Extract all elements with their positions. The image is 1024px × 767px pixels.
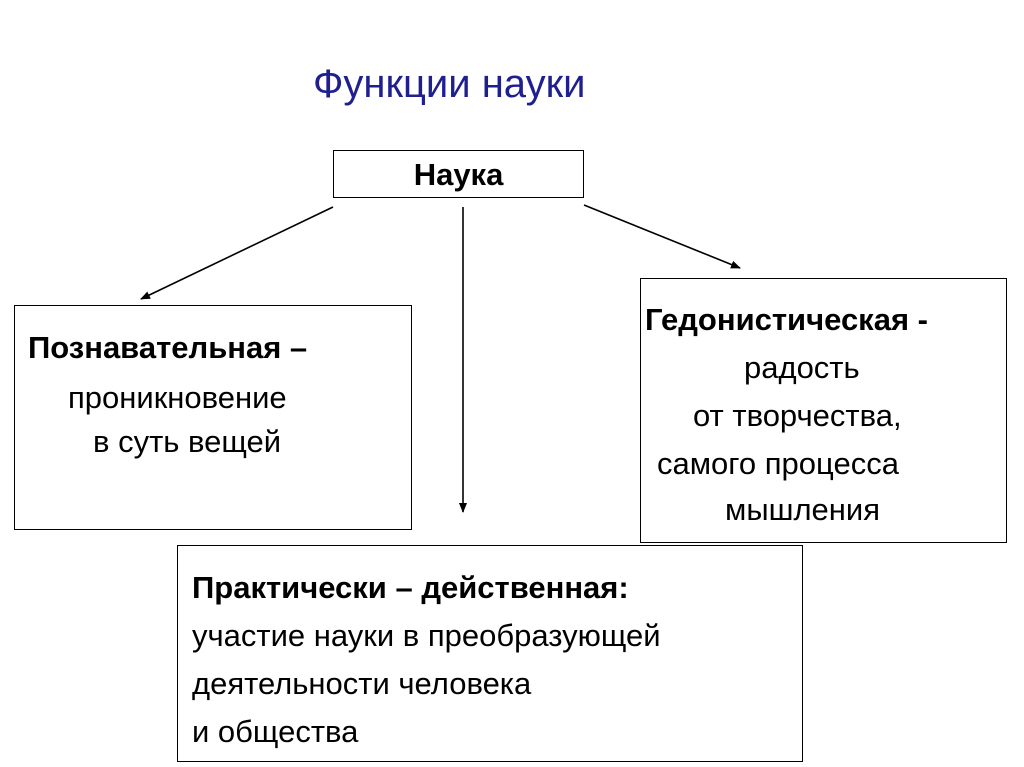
practical-line-2: деятельности человека <box>192 666 532 701</box>
cognitive-function-box <box>14 305 412 530</box>
practical-heading: Практически – действенная: <box>192 570 629 605</box>
hedonistic-line-1: радость <box>744 350 860 385</box>
practical-line-3: и общества <box>192 714 359 749</box>
diagram-title: Функции науки <box>313 62 586 106</box>
arrow-to-right-box <box>583 204 741 269</box>
hedonistic-line-4: мышления <box>725 492 881 527</box>
hedonistic-line-3: самого процесса <box>657 446 899 481</box>
practical-function-box <box>177 545 803 762</box>
hedonistic-line-2: от творчества, <box>693 398 902 433</box>
cognitive-line-2: в суть вещей <box>93 424 282 459</box>
root-node-label: Наука <box>413 157 504 192</box>
root-node-box: Наука <box>333 150 584 198</box>
practical-line-1: участие науки в преобразующей <box>192 618 661 653</box>
cognitive-heading: Познавательная – <box>28 330 308 365</box>
cognitive-line-1: проникновение <box>68 380 287 415</box>
arrow-to-left-box <box>140 206 334 300</box>
hedonistic-heading: Гедонистическая - <box>645 302 928 337</box>
hedonistic-function-box <box>640 278 1007 543</box>
